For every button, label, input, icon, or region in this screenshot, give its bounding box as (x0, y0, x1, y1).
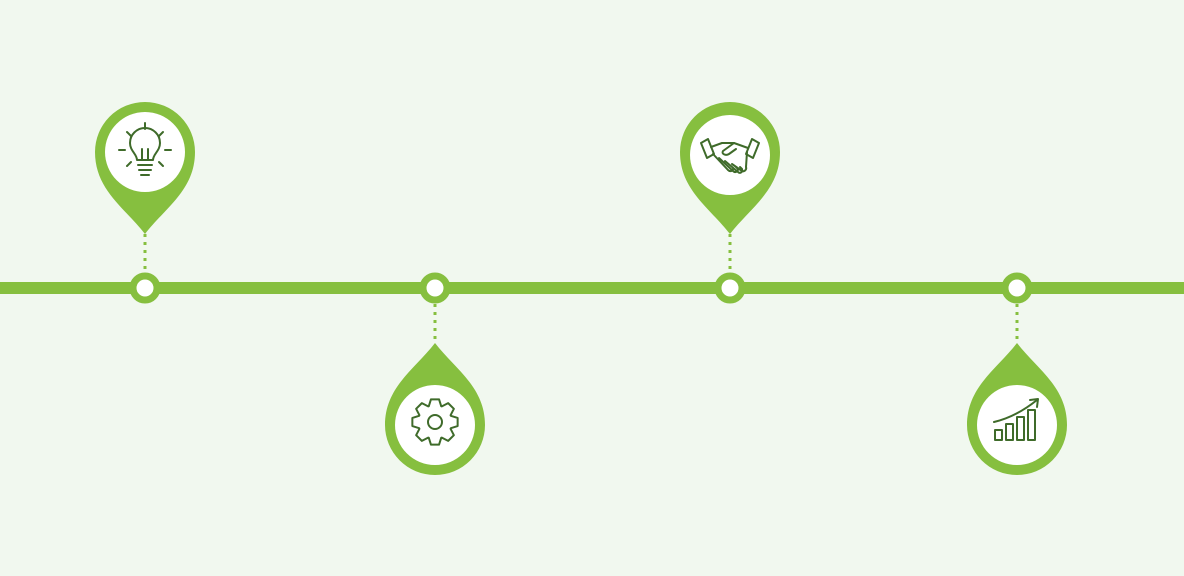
pin-icon-background (395, 385, 475, 465)
milestone-growth (967, 272, 1067, 475)
lightbulb-icon (118, 122, 172, 176)
pin-icon-background (690, 115, 770, 195)
timeline-node (129, 272, 161, 304)
gear-icon (411, 398, 459, 446)
milestone-partnership (680, 102, 780, 304)
milestone-idea (95, 101, 195, 304)
timeline-node (419, 272, 451, 304)
timeline-node (1001, 272, 1033, 304)
timeline-node (714, 272, 746, 304)
handshake-icon (700, 138, 760, 174)
pin-icon-background (105, 112, 185, 192)
milestone-process (385, 272, 485, 475)
growth-chart-icon (993, 398, 1039, 441)
